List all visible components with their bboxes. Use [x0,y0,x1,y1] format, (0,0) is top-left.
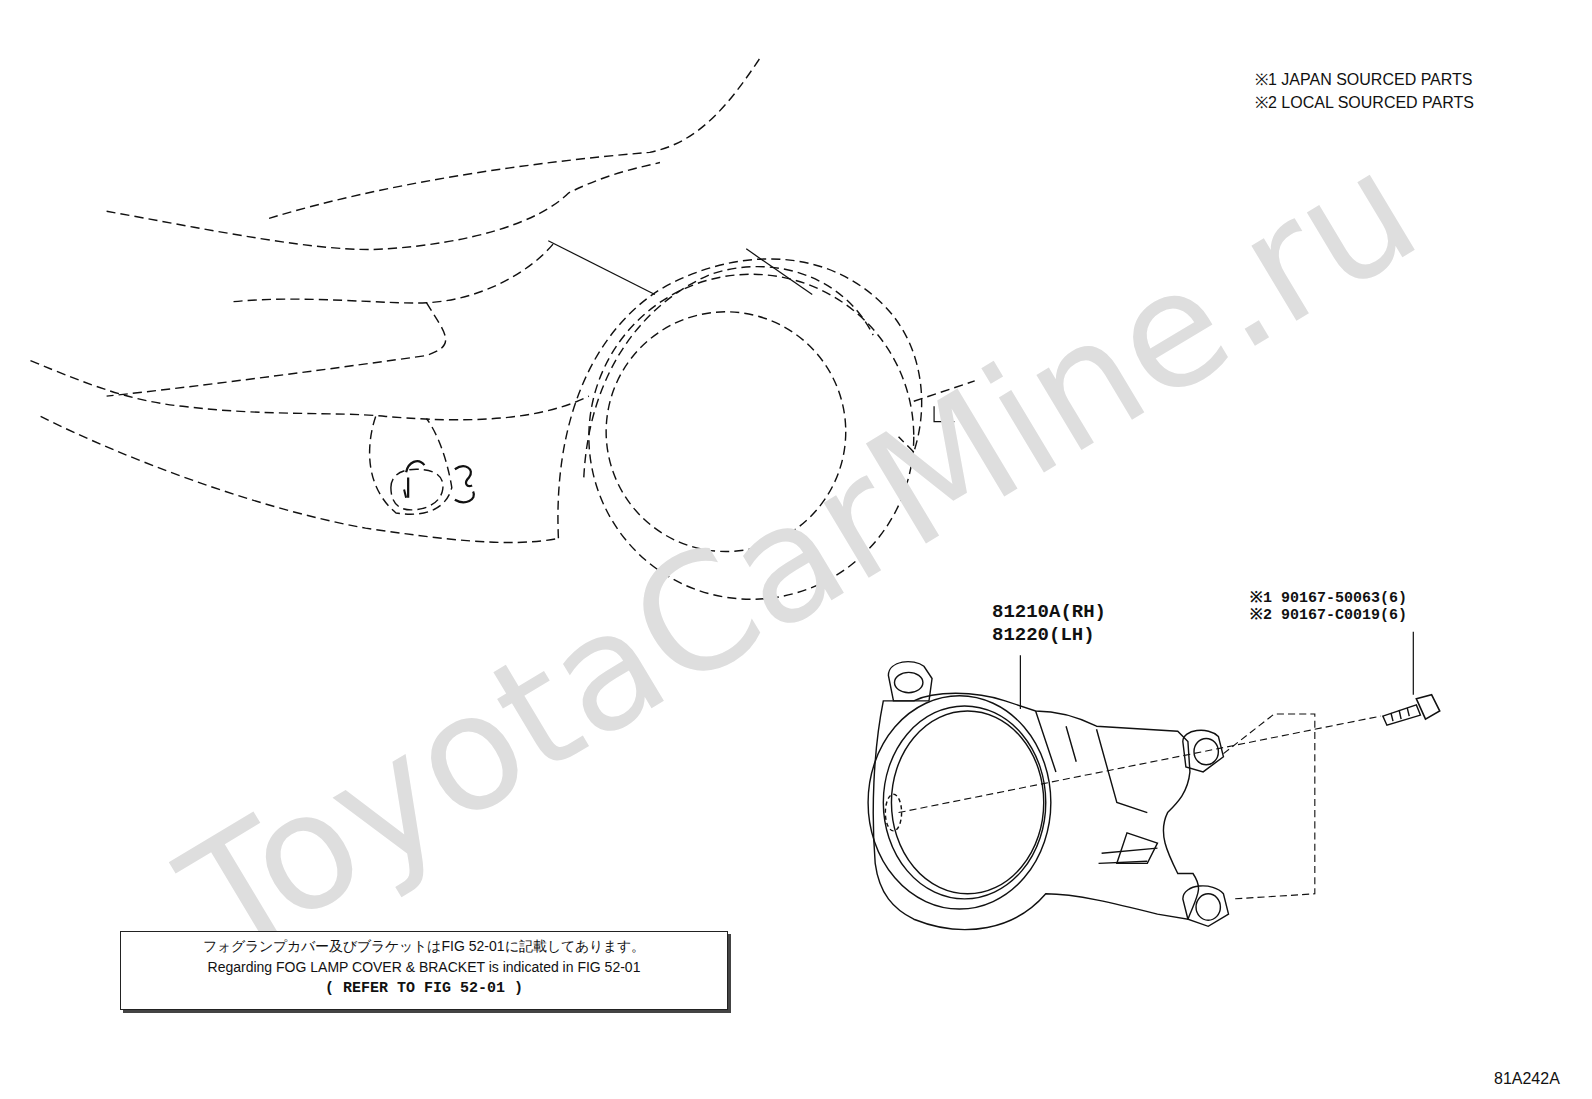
legend-note: ※2 LOCAL SOURCED PARTS [1255,93,1474,113]
watermark: ToyotaCarMine.ru [157,122,1443,988]
figure-id: 81A242A [1494,1070,1560,1088]
car-outline [30,56,974,599]
note-text: Regarding FOG LAMP COVER & BRACKET is in… [131,957,717,978]
legend-note: ※1 JAPAN SOURCED PARTS [1255,70,1473,90]
fog-lamp-drawing [868,662,1228,930]
note-text: フォグランプカバー及びブラケットはFIG 52-01に記載してあります。 [131,936,717,957]
bolt-symbol [1383,695,1440,725]
part-number: 81220(LH) [992,624,1095,646]
note-text: ( REFER TO FIG 52-01 ) [131,978,717,999]
part-number: ※2 90167-C0019(6) [1250,607,1407,625]
part-number: 81210A(RH) [992,601,1106,623]
note-box: フォグランプカバー及びブラケットはFIG 52-01に記載してあります。Rega… [120,931,728,1010]
part-number: ※1 90167-50063(6) [1250,590,1407,608]
